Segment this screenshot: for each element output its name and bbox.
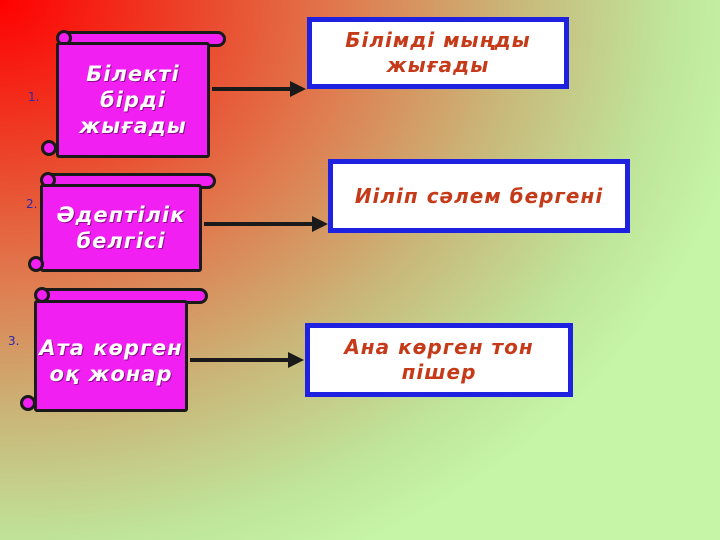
proverb-box-2: Иіліп сәлем бергені (328, 159, 630, 233)
proverb-box-3: Ана көрген тон пішер (305, 323, 573, 397)
scroll-text: Ата көрген оқ жонар (34, 300, 188, 412)
scroll-text: Әдептілік белгісі (40, 184, 202, 272)
arrow-1 (212, 81, 306, 97)
row-number-2: 2. (26, 197, 38, 211)
proverb-box-1: Білімді мыңды жығады (307, 17, 569, 89)
row-number-1: 1. (28, 90, 40, 104)
scroll-text: Білекті бірді жығады (56, 42, 210, 158)
scroll-curl (28, 256, 44, 272)
arrow-2 (204, 216, 328, 232)
scroll-curl (20, 395, 36, 411)
arrow-3 (190, 352, 304, 368)
scroll-curl (41, 140, 57, 156)
row-number-3: 3. (8, 334, 20, 348)
